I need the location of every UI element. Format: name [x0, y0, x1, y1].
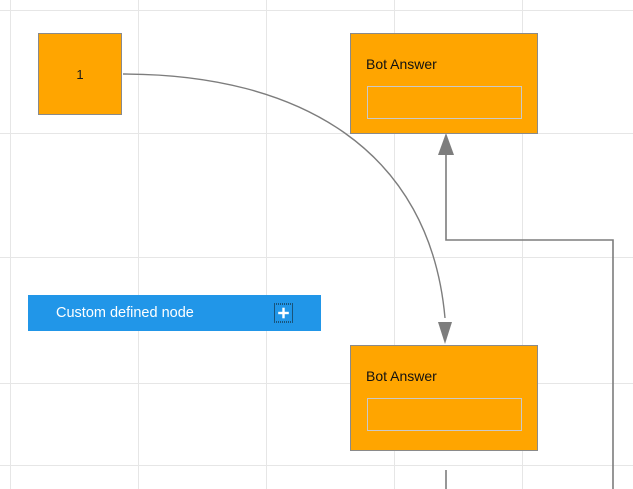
plus-icon[interactable] — [274, 303, 293, 323]
node-bot-answer-bottom-slot[interactable] — [367, 398, 522, 431]
edge-curved-arrowhead-down — [438, 322, 452, 344]
node-1-label: 1 — [76, 66, 84, 82]
edge-orthogonal-connector[interactable] — [445, 150, 614, 489]
edge-curved-connector[interactable] — [122, 73, 446, 319]
node-bot-answer-bottom[interactable]: Bot Answer — [350, 345, 538, 451]
node-bot-answer-top-slot[interactable] — [367, 86, 522, 119]
node-bot-answer-top-title: Bot Answer — [366, 56, 437, 72]
node-bot-answer-top[interactable]: Bot Answer — [350, 33, 538, 134]
custom-defined-node-label: Custom defined node — [56, 305, 194, 321]
custom-defined-node-bar[interactable]: Custom defined node — [28, 295, 321, 331]
node-1[interactable]: 1 — [38, 33, 122, 115]
node-bot-answer-bottom-title: Bot Answer — [366, 368, 437, 384]
edge-orthogonal-arrowhead-up — [438, 133, 454, 155]
